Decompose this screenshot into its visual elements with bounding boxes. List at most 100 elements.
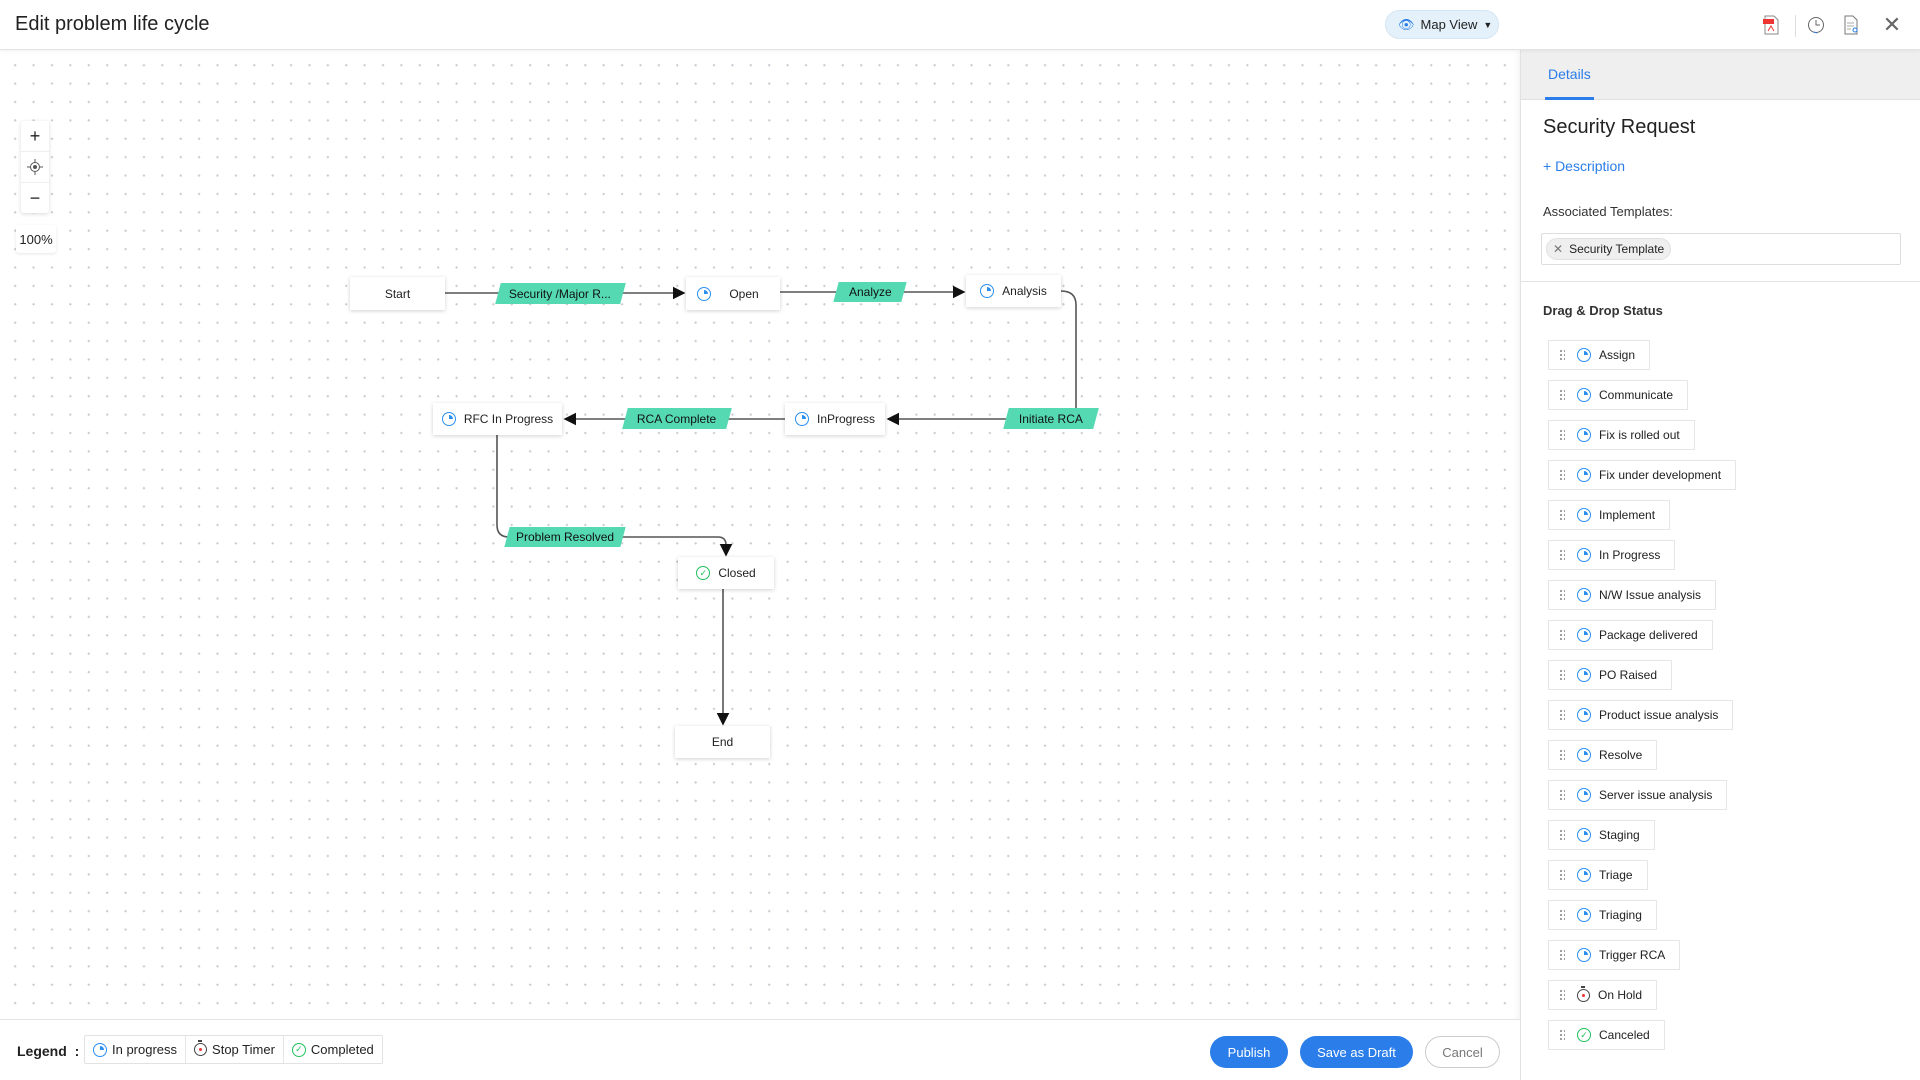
view-selector[interactable]: 👁 Map View ▼ (1385, 10, 1499, 39)
status-label: Communicate (1599, 388, 1674, 402)
status-label: PO Raised (1599, 668, 1658, 682)
transition-initiate-rca[interactable]: Initiate RCA (1003, 408, 1099, 429)
drag-handle-icon[interactable] (1559, 989, 1565, 1001)
status-item[interactable]: Communicate (1548, 380, 1689, 410)
drag-handle-icon[interactable] (1559, 949, 1565, 961)
status-item[interactable]: Implement (1548, 500, 1671, 530)
status-item[interactable]: Resolve (1548, 740, 1658, 770)
template-chip: ✕Security Template (1546, 238, 1672, 260)
history-icon[interactable] (1805, 14, 1827, 36)
status-label: Fix is rolled out (1599, 428, 1680, 442)
in-progress-icon (1577, 708, 1591, 722)
drag-handle-icon[interactable] (1559, 509, 1565, 521)
status-item[interactable]: Product issue analysis (1548, 700, 1734, 730)
node-inprogress[interactable]: InProgress (785, 403, 885, 435)
status-item[interactable]: Fix under development (1548, 460, 1737, 490)
drag-handle-icon[interactable] (1559, 789, 1565, 801)
transition-label: Problem Resolved (515, 530, 615, 544)
status-item[interactable]: In Progress (1548, 540, 1676, 570)
zoom-in-button[interactable]: + (21, 121, 49, 152)
document-search-icon[interactable] (1840, 14, 1862, 36)
completed-icon: ✓ (1577, 1028, 1591, 1042)
workflow-canvas[interactable]: + − 100% (0, 50, 1520, 1019)
status-label: Resolve (1599, 748, 1643, 762)
in-progress-icon (1577, 948, 1591, 962)
in-progress-icon (1577, 908, 1591, 922)
cancel-button[interactable]: Cancel (1425, 1036, 1500, 1068)
in-progress-icon (1577, 348, 1591, 362)
recenter-icon[interactable] (21, 152, 49, 183)
status-item[interactable]: Package delivered (1548, 620, 1713, 650)
drag-handle-icon[interactable] (1559, 389, 1565, 401)
status-item[interactable]: Triage (1548, 860, 1648, 890)
transition-security-major[interactable]: Security /Major R... (495, 283, 626, 304)
drag-handle-icon[interactable] (1559, 909, 1565, 921)
status-label: Product issue analysis (1599, 708, 1719, 722)
tab-details[interactable]: Details (1545, 50, 1594, 100)
legend: In progress Stop Timer ✓Completed (84, 1035, 383, 1064)
drag-handle-icon[interactable] (1559, 349, 1565, 361)
zoom-controls: + − (21, 121, 49, 213)
remove-icon[interactable]: ✕ (1553, 242, 1564, 256)
status-item[interactable]: Triaging (1548, 900, 1657, 930)
legend-text: Stop Timer (212, 1042, 275, 1057)
drag-handle-icon[interactable] (1559, 869, 1565, 881)
status-label: N/W Issue analysis (1599, 588, 1702, 602)
drag-handle-icon[interactable] (1559, 589, 1565, 601)
footer-bar: Legend : In progress Stop Timer ✓Complet… (0, 1019, 1520, 1080)
drag-handle-icon[interactable] (1559, 749, 1565, 761)
status-item[interactable]: Server issue analysis (1548, 780, 1728, 810)
page-title: Edit problem life cycle (15, 13, 210, 35)
divider (1795, 15, 1796, 37)
node-closed[interactable]: ✓Closed (678, 557, 774, 589)
add-description-link[interactable]: + Description (1543, 158, 1626, 174)
status-item[interactable]: On Hold (1548, 980, 1658, 1010)
panel-title: Security Request (1543, 116, 1696, 138)
transition-rca-complete[interactable]: RCA Complete (622, 408, 732, 429)
node-open[interactable]: Open (686, 277, 780, 310)
in-progress-icon (1577, 548, 1591, 562)
node-rfc-in-progress[interactable]: RFC In Progress (433, 403, 562, 435)
in-progress-icon (1577, 668, 1591, 682)
node-end[interactable]: End (675, 726, 770, 758)
status-label: Trigger RCA (1599, 948, 1666, 962)
legend-in-progress: In progress (85, 1036, 187, 1063)
drag-handle-icon[interactable] (1559, 549, 1565, 561)
status-item[interactable]: Trigger RCA (1548, 940, 1681, 970)
save-as-draft-button[interactable]: Save as Draft (1300, 1036, 1413, 1068)
status-item[interactable]: ✓ Canceled (1548, 1020, 1665, 1050)
status-item[interactable]: Staging (1548, 820, 1655, 850)
close-icon[interactable]: ✕ (1882, 12, 1902, 37)
status-item[interactable]: N/W Issue analysis (1548, 580, 1717, 610)
in-progress-icon (93, 1042, 107, 1057)
node-label: Open (729, 286, 759, 301)
in-progress-icon (1577, 788, 1591, 802)
drag-handle-icon[interactable] (1559, 629, 1565, 641)
in-progress-icon (1577, 628, 1591, 642)
drag-handle-icon[interactable] (1559, 1029, 1565, 1041)
zoom-level: 100% (16, 225, 56, 253)
node-analysis[interactable]: Analysis (966, 275, 1061, 307)
status-item[interactable]: PO Raised (1548, 660, 1673, 690)
drag-handle-icon[interactable] (1559, 469, 1565, 481)
drag-handle-icon[interactable] (1559, 829, 1565, 841)
transition-analyze[interactable]: Analyze (833, 282, 907, 302)
legend-title: Legend (17, 1043, 67, 1059)
status-label: Canceled (1599, 1028, 1650, 1042)
node-label: Analysis (1002, 284, 1047, 298)
drag-handle-icon[interactable] (1559, 709, 1565, 721)
stop-timer-icon (194, 1040, 208, 1056)
drag-handle-icon[interactable] (1559, 669, 1565, 681)
zoom-out-button[interactable]: − (29, 187, 41, 208)
in-progress-icon (441, 412, 456, 426)
transition-problem-resolved[interactable]: Problem Resolved (504, 527, 626, 547)
pdf-icon[interactable] (1760, 14, 1782, 36)
status-item[interactable]: Fix is rolled out (1548, 420, 1695, 450)
drag-handle-icon[interactable] (1559, 429, 1565, 441)
status-label: In Progress (1599, 548, 1661, 562)
associated-templates-input[interactable]: ✕Security Template (1541, 233, 1901, 265)
publish-button[interactable]: Publish (1210, 1036, 1288, 1068)
status-item[interactable]: Assign (1548, 340, 1651, 370)
node-start[interactable]: Start (350, 277, 445, 310)
status-label: Assign (1599, 348, 1636, 362)
